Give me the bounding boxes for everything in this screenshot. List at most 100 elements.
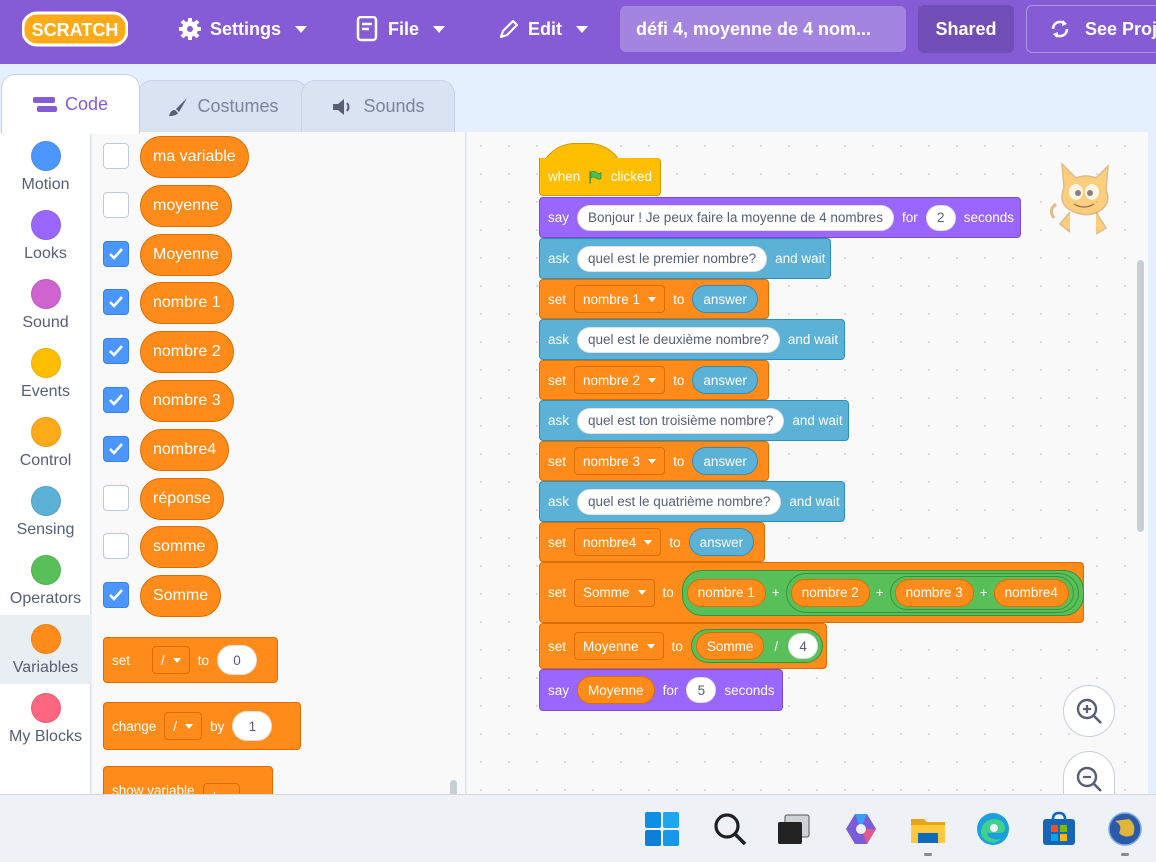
windows-start-icon[interactable] [644,811,680,847]
addition-operator-block[interactable]: nombre 2 + nombre 3 + nombre4 [785,572,1079,613]
category-events[interactable]: Events [0,339,91,408]
variable-dropdown[interactable]: nombre 3 [574,447,666,475]
category-operators[interactable]: Operators [0,546,91,615]
value-input[interactable]: 1 [232,711,273,741]
variable-dropdown[interactable]: / [202,783,241,794]
nombre-1-reporter[interactable]: nombre 1 [686,578,766,607]
variable-checkbox[interactable] [103,240,129,267]
file-explorer-icon[interactable] [910,811,946,847]
divisor-input[interactable]: 4 [788,633,819,659]
message-input[interactable]: Bonjour ! Je peux faire la moyenne de 4 … [577,204,894,231]
variable-dropdown[interactable]: Somme [574,578,655,607]
search-icon[interactable] [712,811,748,847]
zoom-out-button[interactable] [1063,751,1115,794]
variable-reporter[interactable]: nombre4 [140,428,230,471]
ask-and-wait-block[interactable]: ask quel est ton troisième nombre? and w… [539,400,849,441]
category-variables[interactable]: Variables [0,615,91,684]
variable-reporter[interactable]: réponse [140,477,224,520]
variable-checkbox[interactable] [103,435,129,462]
variable-reporter[interactable]: nombre 3 [140,380,234,422]
store-icon[interactable] [1041,811,1077,847]
addition-operator-block[interactable]: nombre 3 + nombre4 [889,575,1074,610]
palette-show-variable-block[interactable]: show variable / [103,766,273,794]
variable-checkbox[interactable] [103,143,129,169]
tab-costumes[interactable]: Costumes [138,80,308,132]
value-input[interactable]: 0 [217,645,258,675]
copilot-icon[interactable] [843,811,879,847]
say-for-secs-block[interactable]: say Bonjour ! Je peux faire la moyenne d… [539,197,1021,238]
variable-reporter[interactable]: nombre 2 [140,331,234,374]
say-for-secs-block[interactable]: say Moyenne for 5 seconds [539,669,783,711]
ask-and-wait-block[interactable]: ask quel est le premier nombre? and wait [539,238,831,279]
category-control[interactable]: Control [0,408,91,477]
variable-reporter[interactable]: ma variable [140,136,249,178]
question-input[interactable]: quel est le deuxième nombre? [577,326,780,353]
answer-reporter[interactable]: answer [688,528,755,556]
variable-dropdown[interactable]: Moyenne [574,632,664,660]
answer-reporter[interactable]: answer [692,447,758,475]
variable-checkbox[interactable] [103,191,129,218]
nombre-3-reporter[interactable]: nombre 3 [894,578,974,607]
edit-menu[interactable]: Edit [498,0,588,58]
set-somme-block[interactable]: set Somme to nombre 1 + nombre 2 + nombr… [539,562,1084,623]
variable-dropdown[interactable]: nombre 1 [574,285,666,313]
set-variable-block[interactable]: set nombre4 to answer [539,522,765,562]
variable-reporter[interactable]: Somme [140,575,222,618]
palette-set-block[interactable]: set / to 0 [103,637,278,683]
category-motion[interactable]: Motion [0,132,91,201]
variable-checkbox[interactable] [103,484,129,511]
task-view-icon[interactable] [776,811,812,847]
palette-scrollbar[interactable] [450,780,457,800]
variable-checkbox[interactable] [103,533,129,560]
browser-globe-icon[interactable] [1107,811,1143,847]
category-my-blocks[interactable]: My Blocks [0,684,91,753]
variable-checkbox[interactable] [103,289,129,316]
answer-reporter[interactable]: answer [692,366,758,394]
tab-sounds[interactable]: Sounds [301,80,455,132]
variable-dropdown[interactable]: nombre 2 [574,366,666,394]
question-input[interactable]: quel est ton troisième nombre? [577,407,785,434]
variable-reporter[interactable]: nombre 1 [140,282,234,325]
variable-reporter[interactable]: somme [140,526,219,569]
shared-button[interactable]: Shared [918,5,1014,53]
division-operator-block[interactable]: Somme / 4 [690,629,824,663]
seconds-input[interactable]: 2 [925,204,956,231]
question-input[interactable]: quel est le quatrième nombre? [577,488,782,515]
variable-checkbox[interactable] [103,582,129,609]
workspace-scrollbar[interactable] [1137,260,1144,532]
set-variable-block[interactable]: set nombre 2 to answer [539,360,769,400]
category-sound[interactable]: Sound [0,270,91,339]
when-flag-clicked-block[interactable]: when clicked [539,158,661,196]
variable-dropdown[interactable]: nombre4 [574,528,662,556]
category-looks[interactable]: Looks [0,201,91,270]
variable-reporter[interactable]: moyenne [140,184,232,227]
question-input[interactable]: quel est le premier nombre? [577,245,768,272]
variable-checkbox[interactable] [103,338,129,365]
scratch-logo[interactable]: SCRATCH [21,10,129,48]
somme-reporter[interactable]: Somme [695,632,765,660]
variable-checkbox[interactable] [103,387,129,413]
variable-dropdown[interactable]: / [164,712,203,740]
file-menu[interactable]: File [356,0,446,58]
variable-reporter[interactable]: Moyenne [140,233,232,276]
palette-change-block[interactable]: change / by 1 [103,702,301,750]
seconds-input[interactable]: 5 [686,677,717,703]
category-sensing[interactable]: Sensing [0,477,91,546]
set-variable-block[interactable]: set nombre 1 to answer [539,279,769,319]
settings-menu[interactable]: Settings [178,0,308,58]
set-variable-block[interactable]: set nombre 3 to answer [539,441,769,481]
nombre4-reporter[interactable]: nombre4 [993,578,1069,607]
edge-icon[interactable] [975,811,1011,847]
nombre-2-reporter[interactable]: nombre 2 [790,578,870,607]
variable-dropdown[interactable]: / [152,646,190,674]
tab-code[interactable]: Code [1,74,140,134]
addition-operator-block[interactable]: nombre 1 + nombre 2 + nombre 3 + nombre4 [681,569,1084,616]
answer-reporter[interactable]: answer [692,285,758,313]
project-title-input[interactable]: défi 4, moyenne de 4 nom... [620,6,906,52]
moyenne-reporter[interactable]: Moyenne [577,676,655,704]
zoom-in-button[interactable] [1063,685,1115,737]
ask-and-wait-block[interactable]: ask quel est le quatrième nombre? and wa… [539,481,845,522]
set-moyenne-block[interactable]: set Moyenne to Somme / 4 [539,623,827,669]
see-project-page-button[interactable]: See Proj [1026,5,1156,53]
ask-and-wait-block[interactable]: ask quel est le deuxième nombre? and wai… [539,319,845,360]
